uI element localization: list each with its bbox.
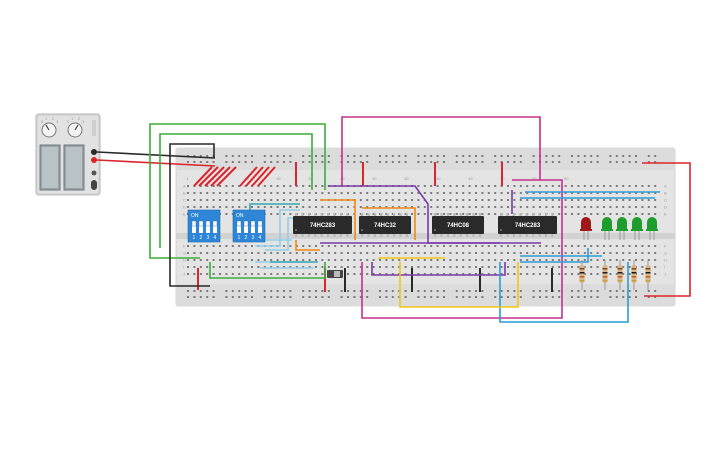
dial-tick-label: 3 <box>82 119 85 124</box>
dial-tick-label: 0 <box>41 119 44 124</box>
ic-chip-label: 74HC283 <box>515 223 541 229</box>
column-number: 1 <box>187 176 190 181</box>
dip-position-label: 1 <box>193 235 196 241</box>
power-wires[interactable] <box>96 151 691 297</box>
power-switch[interactable] <box>91 180 97 190</box>
dial-tick-label: 3 <box>56 119 59 124</box>
slide-switch[interactable] <box>327 270 343 278</box>
dip-position-label: 2 <box>245 235 248 241</box>
resistor[interactable] <box>617 260 623 290</box>
ic-chip-label: 74HC32 <box>374 223 397 229</box>
ic-chip-label: 74HC08 <box>447 223 470 229</box>
row-letter: D <box>183 205 186 210</box>
column-number: 45 <box>468 176 473 181</box>
dip-position-label: 4 <box>214 235 217 241</box>
resistor[interactable] <box>602 260 608 290</box>
column-number: 55 <box>532 176 537 181</box>
ic-chip[interactable]: 74HC32 <box>359 213 411 237</box>
magenta-wires[interactable] <box>341 116 563 319</box>
dip-on-label: ON <box>236 213 244 219</box>
column-number: 40 <box>436 176 441 181</box>
dip-position-label: 3 <box>252 235 255 241</box>
column-number: 35 <box>404 176 409 181</box>
row-letter: D <box>664 205 667 210</box>
dip-position-label: 1 <box>238 235 241 241</box>
row-letter: G <box>664 251 667 256</box>
led[interactable] <box>580 217 592 240</box>
row-letter: J <box>664 272 666 277</box>
row-letter: B <box>664 191 667 196</box>
row-letter: I <box>183 265 184 270</box>
black-vertical-jumpers[interactable] <box>344 268 553 292</box>
positive-terminal-icon[interactable] <box>91 157 97 163</box>
row-letter: F <box>183 244 186 249</box>
dip-toggle[interactable] <box>192 221 196 233</box>
row-letter: C <box>664 198 667 203</box>
dial-tick-label: 2 <box>52 116 55 121</box>
dip-toggle[interactable] <box>251 221 255 233</box>
dip-toggle[interactable] <box>244 221 248 233</box>
row-letter: E <box>183 212 186 217</box>
column-number: 60 <box>564 176 569 181</box>
ic-chip[interactable]: 74HC08 <box>432 213 484 237</box>
row-letter: J <box>183 272 185 277</box>
ic-chip-label: 74HC283 <box>310 223 336 229</box>
led[interactable] <box>616 217 628 240</box>
column-number: 15 <box>276 176 281 181</box>
column-number: 20 <box>308 176 313 181</box>
column-number: 30 <box>372 176 377 181</box>
row-letter: H <box>664 258 667 263</box>
dial-tick-label: 0 <box>67 119 70 124</box>
resistor[interactable] <box>579 260 585 290</box>
row-letter: A <box>664 184 667 189</box>
row-letter: A <box>183 184 186 189</box>
black-wire[interactable] <box>169 143 215 287</box>
dip-toggle[interactable] <box>237 221 241 233</box>
blue-wires[interactable] <box>499 191 660 323</box>
led[interactable] <box>601 217 613 240</box>
resistors[interactable] <box>579 260 651 290</box>
resistor[interactable] <box>645 260 651 290</box>
dial-tick-label: 2 <box>78 116 81 121</box>
dip-on-label: ON <box>191 213 199 219</box>
dial-tick-label: 1 <box>45 116 48 121</box>
yellow-wires[interactable] <box>378 257 519 308</box>
dip-position-label: 3 <box>207 235 210 241</box>
led[interactable] <box>631 217 643 240</box>
led[interactable] <box>646 217 658 240</box>
ic-chip[interactable]: 74HC283 <box>498 213 557 237</box>
row-letter: F <box>664 244 667 249</box>
leds[interactable] <box>580 217 658 240</box>
green-wires[interactable] <box>149 123 326 279</box>
orange-wires[interactable] <box>295 199 416 251</box>
row-letter: E <box>664 212 667 217</box>
dip-position-label: 2 <box>200 235 203 241</box>
ic-chip[interactable]: 74HC283 <box>293 213 352 237</box>
dip-toggle[interactable] <box>258 221 262 233</box>
row-letter: H <box>183 258 186 263</box>
dial-tick-label: 1 <box>71 116 74 121</box>
dip-toggle[interactable] <box>206 221 210 233</box>
resistor[interactable] <box>631 260 637 290</box>
row-letter: I <box>664 265 665 270</box>
dip-position-label: 4 <box>259 235 262 241</box>
purple-wires[interactable] <box>320 185 541 276</box>
row-letter: G <box>183 251 186 256</box>
ic-chips: 74HC283 74HC32 74HC08 74HC283 <box>293 213 557 237</box>
row-letter: C <box>183 198 186 203</box>
dip-toggle[interactable] <box>213 221 217 233</box>
row-letter: B <box>183 191 186 196</box>
negative-terminal-icon[interactable] <box>91 149 97 155</box>
red-diagonal-jumpers[interactable] <box>193 166 276 187</box>
dip-toggle[interactable] <box>199 221 203 233</box>
